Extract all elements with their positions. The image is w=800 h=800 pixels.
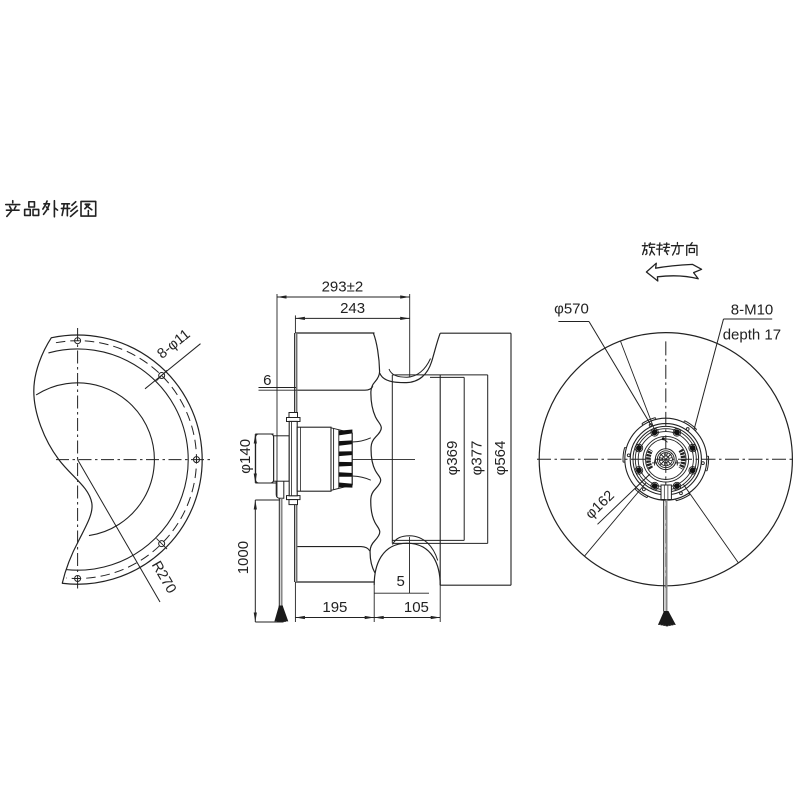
svg-text:φ377: φ377 — [468, 441, 485, 476]
svg-text:8-M10: 8-M10 — [731, 301, 774, 318]
svg-text:105: 105 — [404, 599, 429, 616]
svg-text:φ564: φ564 — [492, 441, 509, 476]
svg-text:195: 195 — [322, 599, 347, 616]
svg-text:φ570: φ570 — [554, 301, 589, 318]
svg-text:6: 6 — [263, 372, 271, 389]
svg-text:5: 5 — [397, 573, 405, 590]
svg-text:φ140: φ140 — [237, 439, 254, 474]
svg-text:243: 243 — [340, 300, 365, 317]
svg-text:φ369: φ369 — [444, 441, 461, 476]
svg-text:293±2: 293±2 — [322, 279, 364, 296]
svg-text:1000: 1000 — [235, 541, 252, 574]
svg-text:depth 17: depth 17 — [723, 326, 781, 343]
